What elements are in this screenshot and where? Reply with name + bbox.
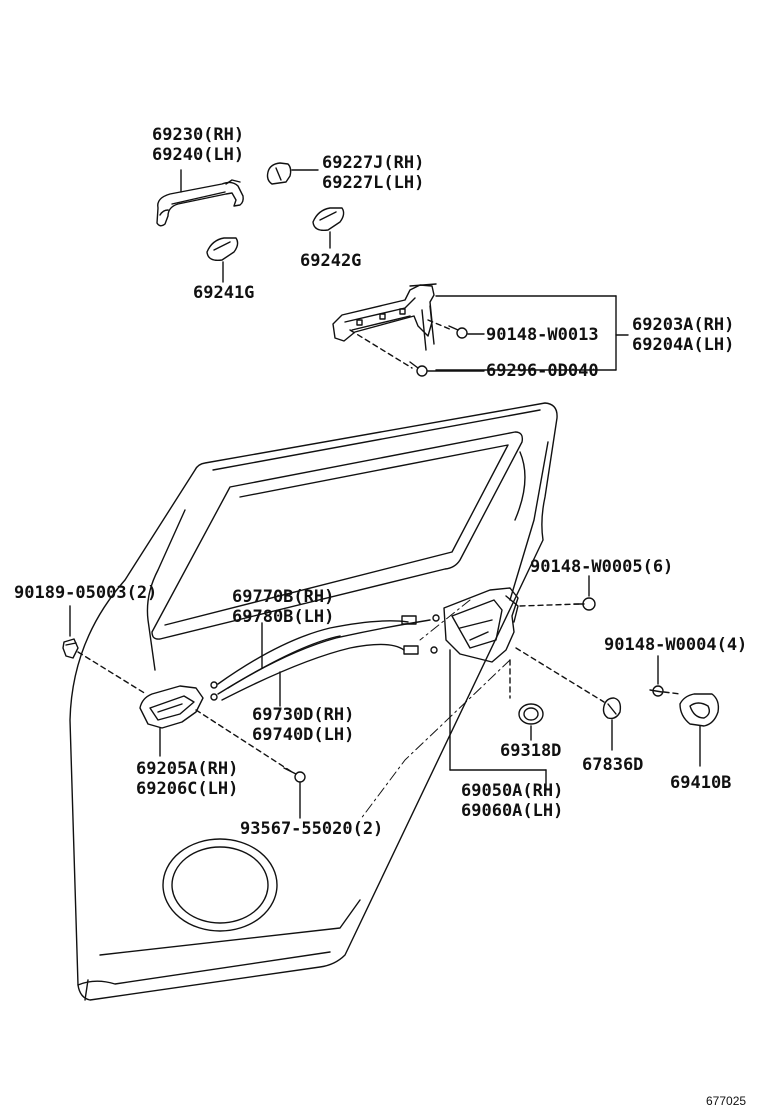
screw-0d040-icon [409,361,485,377]
label-seal-67836d: 67836D [582,755,644,775]
door-lock-assembly-icon [443,587,605,791]
label-bolt-w0004: 90148-W0004(4) [604,635,748,655]
label-inner-handle-rh: 69205A(RH) [136,759,239,779]
label-striker-69410b: 69410B [670,773,732,793]
label-lock-rh: 69050A(RH) [461,781,564,801]
label-lock-lh: 69060A(LH) [461,801,564,821]
label-outer-handle-rh: 69230(RH) [152,125,245,145]
label-screw-0d040: 69296-0D040 [486,361,599,381]
seal-67836d-icon [602,697,622,751]
inner-door-handle-icon [139,681,293,773]
label-frame-rh: 69203A(RH) [632,315,735,335]
label-inner-cable-lh: 69740D(LH) [252,725,355,745]
handle-pad-g-icon [312,207,345,249]
label-cap-69318d: 69318D [500,741,562,761]
label-cable-lh: 69780B(LH) [232,607,335,627]
handle-frame-icon [332,283,629,371]
speaker-opening [162,838,278,932]
label-inner-cable-rh: 69730D(RH) [252,705,355,725]
cap-69318d-icon [518,703,544,741]
label-inner-handle-lh: 69206C(LH) [136,779,239,799]
label-outer-handle-lh: 69240(LH) [152,145,245,165]
handle-pad-f-icon [206,237,239,283]
label-pad-f: 69241G [193,283,255,303]
door-panel [69,402,558,1001]
label-pad-g: 69242G [300,251,362,271]
handle-cap-icon [266,162,319,185]
label-bolt-w0013: 90148-W0013 [486,325,599,345]
figure-number: 677025 [706,1094,747,1108]
label-screw-w0005: 90148-W0005(6) [530,557,674,577]
door-lock-cable-icon [217,614,440,707]
door-striker-icon [679,693,720,767]
screw-w0005-icon [573,575,596,611]
label-handle-cap-rh: 69227J(RH) [322,153,425,173]
label-clip-05003: 90189-05003(2) [14,583,158,603]
outer-door-handle-icon [156,169,244,227]
label-screw-55020: 93567-55020(2) [240,819,384,839]
label-frame-lh: 69204A(LH) [632,335,735,355]
clip-05003-icon [62,605,147,695]
bolt-w0004-icon [649,655,681,697]
screw-55020-icon [283,767,306,819]
label-handle-cap-lh: 69227L(LH) [322,173,425,193]
label-cable-rh: 69770B(RH) [232,587,335,607]
bolt-w0013-icon [448,325,485,339]
